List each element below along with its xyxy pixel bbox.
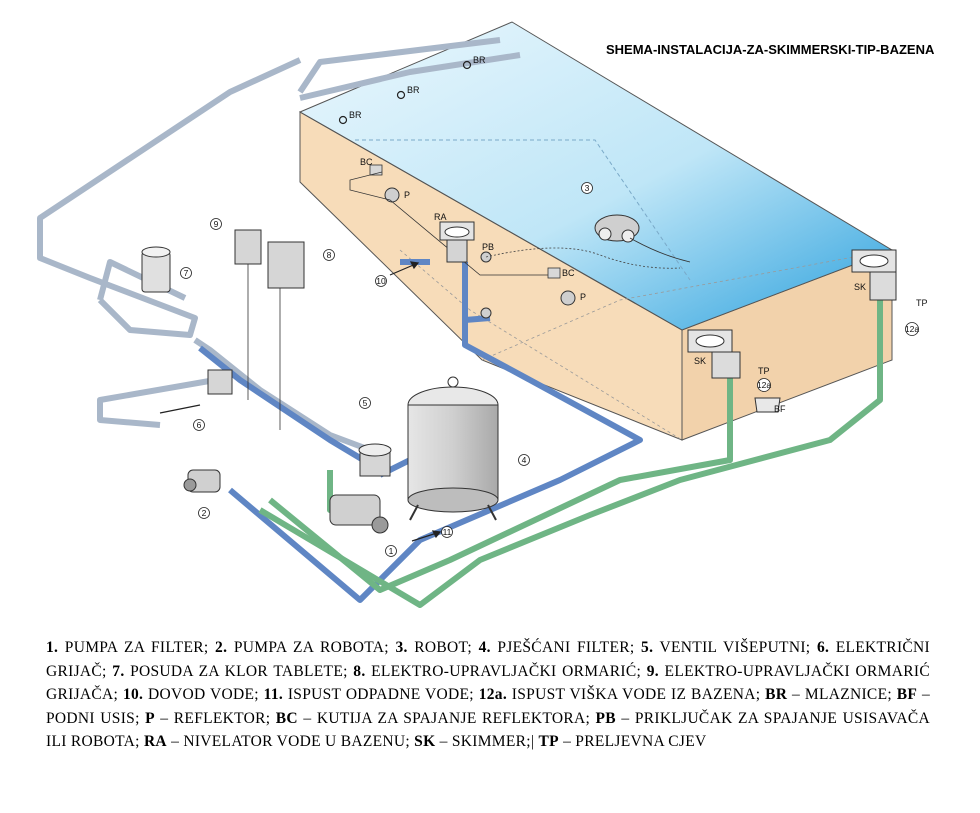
legend-key: 5. <box>641 639 654 656</box>
br-nozzle <box>462 60 472 70</box>
svg-text:BF: BF <box>774 404 786 414</box>
legend-key: P <box>145 709 155 727</box>
svg-text:BC: BC <box>360 157 373 167</box>
legend-key: 11. <box>263 686 284 703</box>
jet-nozzles: BR BR BR <box>338 55 486 125</box>
svg-text:P: P <box>404 190 410 200</box>
chlorine-container <box>141 246 171 293</box>
control-cabinet <box>267 241 305 289</box>
control-cabinets <box>234 229 305 430</box>
legend-key: 9. <box>646 662 659 680</box>
svg-text:6: 6 <box>197 420 202 430</box>
svg-text:7: 7 <box>184 268 189 278</box>
legend-key: 7. <box>112 662 125 680</box>
legend-key: PB <box>595 709 616 727</box>
legend-key: 4. <box>478 639 491 656</box>
legend-description: ROBOT; <box>407 639 479 656</box>
skimmers: SK TP SK TP BF <box>687 249 928 414</box>
svg-text:4: 4 <box>522 455 527 465</box>
legend-description: POSUDA ZA KLOR TABLETE; <box>124 662 354 680</box>
legend-key: TP <box>538 733 559 750</box>
legend-description: – NIVELATOR VODE U BAZENU; <box>166 733 415 750</box>
legend-description: ELEKTRIČNI GRIJAČ; <box>46 639 931 680</box>
callout-numbers: 9 8 7 3 10 6 5 4 2 1 11 12a 12a <box>180 182 919 557</box>
legend-description: – SKIMMER;| <box>435 733 539 750</box>
svg-text:8: 8 <box>327 250 332 260</box>
legend-key: 12a. <box>478 686 508 703</box>
bc-box <box>369 164 383 176</box>
svg-text:BR: BR <box>407 85 420 95</box>
legend-key: 1. <box>46 639 59 656</box>
svg-text:P: P <box>580 292 586 302</box>
legend-description: VENTIL VIŠEPUTNI; <box>653 639 817 656</box>
svg-text:12a: 12a <box>905 324 919 334</box>
multiport-valve <box>358 443 392 477</box>
svg-text:1: 1 <box>389 546 394 556</box>
svg-text:BR: BR <box>473 55 486 65</box>
legend-key: 6. <box>816 639 830 656</box>
legend-key: BF <box>896 686 918 703</box>
flow-arrows <box>159 261 442 542</box>
legend-key: 8. <box>353 662 366 680</box>
legend-description: – PODNI USIS; <box>46 686 930 727</box>
legend-text: 1. PUMPA ZA FILTER; 2. PUMPA ZA ROBOTA; … <box>46 636 930 754</box>
svg-text:TP: TP <box>916 298 928 308</box>
br-nozzle <box>396 90 406 100</box>
svg-text:SK: SK <box>694 356 706 366</box>
svg-text:5: 5 <box>363 398 368 408</box>
legend-description: ISPUST VIŠKA VODE IZ BAZENA; <box>507 686 766 703</box>
legend-description: ELEKTRO-UPRAVLJAČKI ORMARIĆ GRIJAČA; <box>46 662 930 704</box>
sand-filter <box>407 376 499 521</box>
legend-description: ISPUST ODPADNE VODE; <box>283 686 479 703</box>
legend-description: DOVOD VODE; <box>143 686 264 703</box>
svg-text:TP: TP <box>758 366 770 376</box>
svg-text:BR: BR <box>349 110 362 120</box>
svg-text:SK: SK <box>854 282 866 292</box>
legend-key: 3. <box>395 639 408 656</box>
filter-pump <box>329 494 381 526</box>
pool-robot <box>485 214 691 269</box>
legend-description: – KUTIJA ZA SPAJANJE REFLEKTORA; <box>297 709 596 727</box>
legend-description: – MLAZNICE; <box>787 686 897 703</box>
reflectors: BC P BC P <box>349 157 586 306</box>
diagram-title: SHEMA-INSTALACIJA-ZA-SKIMMERSKI-TIP-BAZE… <box>606 42 935 57</box>
svg-text:11: 11 <box>443 527 452 537</box>
legend-key: BC <box>275 709 298 727</box>
legend-key: 2. <box>215 639 228 656</box>
svg-text:2: 2 <box>202 508 207 518</box>
legend-description: – PRIKLJUČAK ZA SPAJANJE USISAVAČA ILI R… <box>46 709 930 751</box>
legend-key: BR <box>765 686 788 703</box>
bc-box <box>547 267 561 279</box>
legend-description: – REFLEKTOR; <box>154 709 276 727</box>
svg-text:RA: RA <box>434 212 447 222</box>
reflector-light <box>384 187 400 203</box>
legend-description: ELEKTRO-UPRAVLJAČKI ORMARIĆ; <box>365 662 647 680</box>
water-leveler: RA PB <box>434 212 494 319</box>
br-nozzle <box>338 115 348 125</box>
svg-text:12a: 12a <box>757 380 771 390</box>
svg-text:BC: BC <box>562 268 575 278</box>
legend-key: SK <box>414 733 436 750</box>
svg-text:3: 3 <box>585 183 590 193</box>
legend-key: RA <box>143 733 167 750</box>
svg-text:PB: PB <box>482 242 494 252</box>
legend-description: – PRELJEVNA CJEV <box>558 733 707 750</box>
heater-cabinet <box>234 229 262 265</box>
pool-installation-diagram: BR BR BR BC P BC P RA PB <box>37 21 928 608</box>
legend-description: PUMPA ZA FILTER; <box>58 639 216 656</box>
legend-description: PUMPA ZA ROBOTA; <box>227 639 396 656</box>
pumps <box>183 469 389 534</box>
reflector-light <box>560 290 576 306</box>
legend-description: PJEŠĆANI FILTER; <box>490 639 642 656</box>
electric-heater <box>207 369 233 395</box>
legend-key: 10. <box>122 686 144 703</box>
svg-text:10: 10 <box>376 276 386 286</box>
svg-text:9: 9 <box>214 219 219 229</box>
